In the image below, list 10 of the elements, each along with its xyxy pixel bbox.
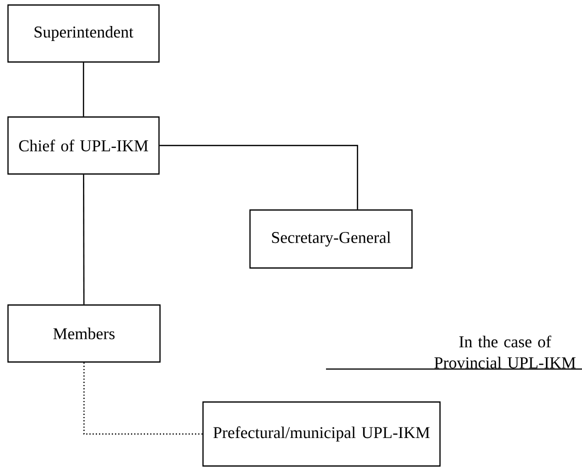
org-box: Superintendent [7,4,160,63]
note-text: In the case of Provincial UPL-IKM [434,336,576,368]
connector-line [160,144,358,210]
connector-line [82,62,84,116]
org-box: Chief of UPL-IKM [7,116,160,175]
org-box: Secretary-General [249,209,413,269]
connector-line [83,362,202,435]
org-box: Prefectural/municipal UPL-IKM [202,401,441,467]
connector-line [82,174,85,304]
org-box: Members [7,304,161,363]
